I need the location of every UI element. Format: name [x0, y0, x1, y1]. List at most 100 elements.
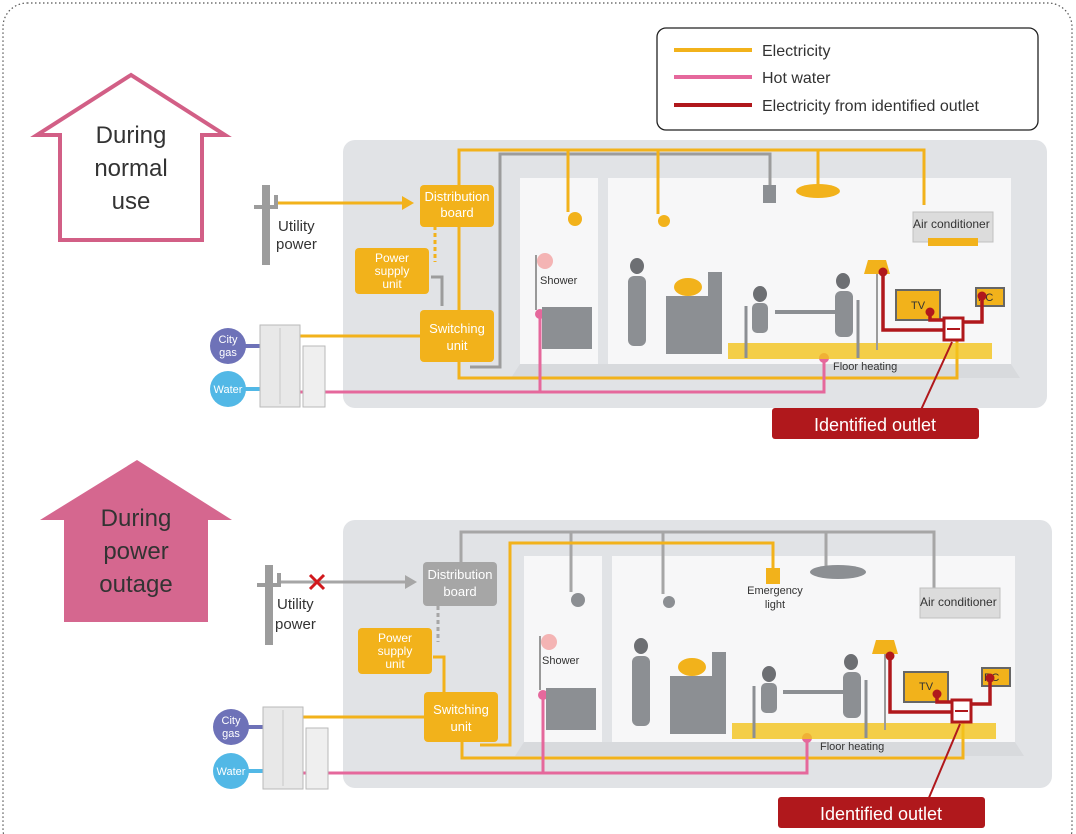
svg-text:Distribution: Distribution	[424, 189, 489, 204]
normal-grey-wire	[470, 152, 772, 369]
outage-outlet-wiring	[888, 656, 952, 714]
svg-text:unit: unit	[385, 657, 405, 671]
normal-person-right-head	[836, 273, 850, 289]
svg-text:Power: Power	[378, 631, 412, 645]
outage-identified-outlet-label: Identified outlet	[820, 804, 942, 824]
svg-text:Switching: Switching	[433, 702, 489, 717]
svg-text:Switching: Switching	[429, 321, 485, 336]
normal-air-conditioner-label: Air conditioner	[913, 217, 990, 231]
svg-text:gas: gas	[222, 728, 240, 740]
outage-utility-pole	[265, 565, 273, 645]
outage-air-conditioner-label: Air conditioner	[920, 595, 997, 609]
normal-spotlight	[763, 185, 776, 203]
normal-kitchen-counter	[666, 296, 708, 354]
outage-distribution-board	[423, 562, 497, 606]
normal-house-title-line1: During	[96, 122, 167, 149]
outage-floor-heating-label: Floor heating	[820, 741, 884, 753]
normal-person-cook	[628, 276, 646, 346]
outage-identified-outlet-callout	[778, 797, 985, 828]
normal-use-section: During normal use Utility power	[30, 72, 1047, 439]
legend-box	[656, 27, 1039, 131]
outage-switching-unit	[424, 692, 498, 742]
outage-air-conditioner-unit	[919, 587, 1001, 619]
normal-signal-line	[431, 275, 444, 306]
normal-switching-unit	[420, 310, 494, 362]
normal-utility-label-line1: Utility	[278, 218, 315, 235]
outage-ceiling-light-off	[810, 565, 866, 579]
normal-floor-heating-area	[728, 343, 992, 359]
normal-house-title-line2: normal	[94, 155, 167, 182]
outage-dining-table	[783, 690, 843, 694]
svg-text:board: board	[443, 584, 476, 599]
outage-emergency-label-line1: Emergency	[747, 585, 803, 597]
svg-text:unit: unit	[451, 719, 472, 734]
outage-water-icon	[213, 753, 249, 789]
outage-house-title-line2: power	[103, 538, 168, 565]
outage-emergency-label-line2: light	[765, 599, 785, 611]
normal-water-icon	[210, 371, 246, 407]
normal-utility-label-line2: power	[276, 236, 317, 253]
normal-floor-heating-label: Floor heating	[833, 361, 897, 373]
outage-heat-storage-unit	[305, 727, 329, 790]
outage-house-icon	[40, 460, 232, 622]
outage-electricity-main	[480, 541, 775, 747]
normal-ceiling-light	[796, 184, 840, 198]
outage-utility-label-line2: power	[275, 616, 316, 633]
svg-text:City: City	[219, 334, 238, 346]
normal-utility-pole	[262, 185, 270, 265]
svg-text:Power: Power	[375, 251, 409, 265]
legend-outlet-electricity-label: Electricity from identified outlet	[762, 98, 980, 115]
outage-house-title-line3: outage	[99, 571, 172, 598]
svg-text:board: board	[440, 205, 473, 220]
outage-floor-lamp-shade	[872, 640, 898, 654]
outage-shower-head	[541, 634, 557, 650]
normal-heat-storage-unit	[302, 345, 326, 408]
normal-power-supply-unit	[355, 248, 429, 294]
legend-electricity-label: Electricity	[762, 43, 830, 60]
normal-bathtub	[542, 307, 592, 349]
normal-utility-feed-arrowhead	[402, 196, 414, 210]
svg-text:unit: unit	[382, 277, 402, 291]
normal-outlet-wiring	[881, 272, 944, 332]
normal-identified-outlet-label: Identified outlet	[814, 415, 936, 435]
svg-text:Water: Water	[214, 384, 243, 396]
svg-text:supply: supply	[375, 264, 410, 278]
normal-shower-label: Shower	[540, 275, 578, 287]
normal-house-title-line3: use	[112, 188, 151, 215]
outage-house-title-line1: During	[101, 505, 172, 532]
svg-text:supply: supply	[378, 644, 413, 658]
outage-floor-heating-area	[732, 723, 996, 739]
outage-room-floor	[515, 742, 1024, 756]
normal-cooking-pot	[674, 278, 702, 296]
legend-hot-water-label: Hot water	[762, 70, 831, 87]
normal-ceiling-lamp-bath	[568, 212, 582, 226]
outage-tv-label: TV	[919, 681, 934, 693]
outage-cooking-pot	[678, 658, 706, 676]
outage-utility-feed-arrowhead	[405, 575, 417, 589]
outage-bathtub	[546, 688, 596, 730]
normal-shower-head	[537, 253, 553, 269]
normal-electricity-main	[457, 148, 926, 205]
normal-city-gas-icon	[210, 328, 246, 364]
outage-cut-mark-b	[308, 573, 326, 591]
normal-distribution-board	[420, 185, 494, 227]
svg-text:City: City	[222, 715, 241, 727]
normal-person-cook-head	[630, 258, 644, 274]
outage-section: During power outage Utility power	[40, 460, 1052, 828]
normal-identified-outlet-callout	[772, 408, 979, 439]
outage-power-supply-unit	[358, 628, 432, 674]
svg-text:Water: Water	[217, 766, 246, 778]
outage-kitchen-counter	[670, 676, 712, 734]
svg-text:unit: unit	[447, 338, 468, 353]
normal-house-icon	[30, 72, 232, 242]
normal-dining-table	[775, 310, 835, 314]
normal-pendant-lamp	[658, 215, 670, 227]
normal-room-floor	[511, 364, 1020, 378]
outage-lamp-bath-off	[571, 593, 585, 607]
svg-text:Distribution: Distribution	[427, 567, 492, 582]
outage-person-cook	[632, 656, 650, 726]
outage-utility-label-line1: Utility	[277, 596, 314, 613]
